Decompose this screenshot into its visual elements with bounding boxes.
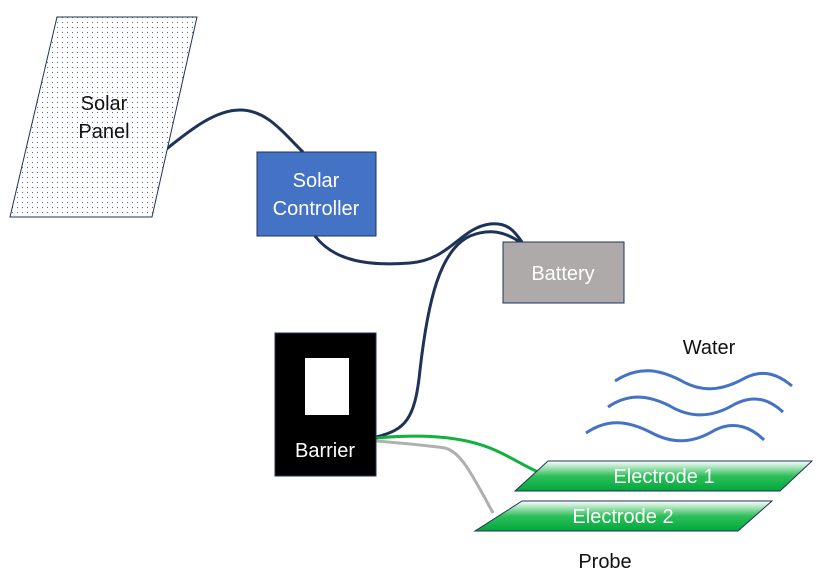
battery: Battery xyxy=(502,241,625,304)
solar-controller: Solar Controller xyxy=(256,151,377,237)
electrode-2-label: Electrode 2 xyxy=(572,506,673,528)
wire-panel-to-controller xyxy=(163,108,305,154)
water-label: Water xyxy=(683,337,736,359)
water-wave-2 xyxy=(607,395,785,417)
solar-controller-label-line2: Controller xyxy=(273,198,360,220)
wire-controller-to-battery xyxy=(313,222,524,266)
electrode-2: Electrode 2 xyxy=(473,500,774,532)
solar-panel-label-line2: Panel xyxy=(78,121,129,143)
barrier: Barrier xyxy=(274,332,377,477)
electrode-1-label: Electrode 1 xyxy=(613,466,714,488)
electrode-1: Electrode 1 xyxy=(513,460,814,492)
wire-barrier-to-electrode-1 xyxy=(375,434,539,474)
battery-label: Battery xyxy=(531,263,594,285)
solar-panel: Solar Panel xyxy=(9,16,198,218)
water-wave-1 xyxy=(614,369,793,391)
wire-barrier-to-battery xyxy=(375,230,521,439)
probe-label: Probe xyxy=(578,551,631,573)
solar-panel-label-line1: Solar xyxy=(81,93,128,115)
solar-controller-label-line1: Solar xyxy=(293,170,340,192)
barrier-label: Barrier xyxy=(295,440,355,462)
water-wave-3 xyxy=(585,421,766,443)
water: Water xyxy=(585,337,793,443)
wire-barrier-to-electrode-2 xyxy=(375,439,495,514)
barrier-window xyxy=(305,358,349,415)
